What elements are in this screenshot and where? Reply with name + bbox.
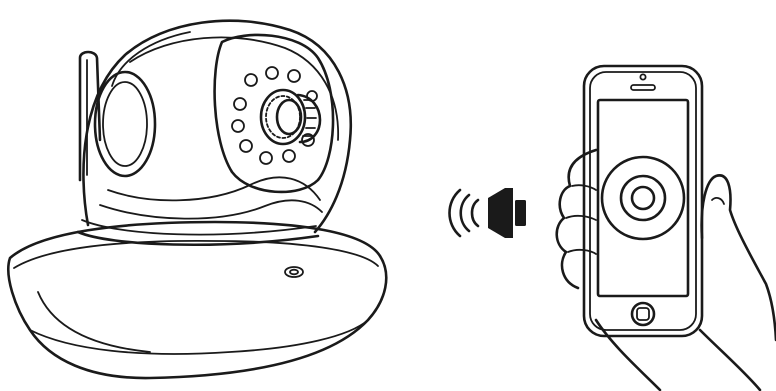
speaker-sound-waves-icon xyxy=(450,188,527,238)
reset-hole-icon xyxy=(285,267,303,277)
camera-lens-icon xyxy=(261,90,320,144)
smartphone-in-hand-icon xyxy=(557,66,776,390)
phone-screen xyxy=(598,100,688,296)
target-circle-icon xyxy=(602,157,684,239)
home-button-icon xyxy=(632,303,654,325)
ip-camera-icon xyxy=(8,21,386,378)
